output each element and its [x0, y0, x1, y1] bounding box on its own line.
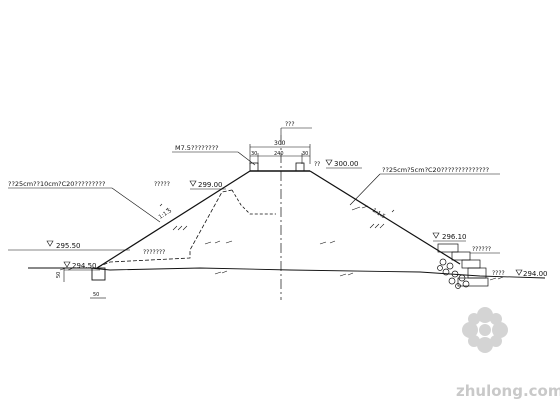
- crest-elevation: 300.00: [334, 160, 359, 168]
- left-water-note: ???????: [143, 249, 165, 256]
- crest-left-dim: 30: [251, 151, 257, 157]
- embankment-right-slope: [309, 170, 461, 265]
- centerline-label: ???: [285, 121, 295, 128]
- crest-near-label: ??: [314, 161, 320, 168]
- left-water-marker: [46, 240, 54, 247]
- left-berm-note: ?????: [154, 181, 170, 188]
- ground-line: [28, 267, 546, 279]
- top-mortar-label: M7.5????????: [175, 144, 219, 152]
- right-protection-label: ??25cm?5cm?C20??????????????: [382, 166, 489, 174]
- left-toe-marker: [63, 261, 71, 268]
- right-toe-marker: [432, 232, 440, 239]
- left-berm-marker: [189, 180, 197, 187]
- right-toe-riprap: [437, 243, 489, 289]
- toe-depth-dim: 50: [56, 272, 62, 278]
- left-protection-label: ??25cm??10cm?C20?????????: [8, 180, 105, 188]
- right-toe-note: ??????: [472, 246, 491, 253]
- right-ground-note: ????: [492, 270, 505, 277]
- fill-marks: [59, 203, 504, 281]
- left-water-elevation: 295.50: [56, 242, 81, 250]
- right-ground-marker: [515, 269, 523, 276]
- right-ground-elevation: 294.00: [523, 270, 548, 278]
- crest-right-block: [295, 162, 305, 172]
- watermark-text: zhulong.com: [456, 382, 560, 400]
- left-inner-dashed-line: [97, 189, 233, 268]
- right-protection-leader: [349, 173, 381, 206]
- left-protection-leader: [111, 187, 161, 223]
- left-slope-ratio: 1:1.5: [158, 208, 174, 221]
- top-mortar-leader: [237, 151, 256, 166]
- crest-right-dim: 30: [302, 151, 308, 157]
- crest-mid-dim: 240: [274, 151, 284, 157]
- right-toe-elevation: 296.10: [442, 233, 467, 241]
- left-berm-elevation: 299.00: [198, 181, 223, 189]
- crest-width-dim: 300: [274, 140, 286, 147]
- watermark-logo: [462, 307, 508, 353]
- crest-elev-marker: [325, 159, 333, 166]
- crest-dimension-lines: [249, 144, 311, 164]
- left-toe-block: [91, 267, 106, 281]
- embankment-left-slope: [96, 170, 251, 269]
- right-slope-ratio: 1:1.5: [371, 208, 387, 221]
- left-toe-elevation: 294.50: [72, 262, 97, 270]
- toe-width-dim: 50: [93, 292, 99, 298]
- crest-left-block: [249, 162, 259, 172]
- left-berm-dashed-line: [231, 189, 276, 215]
